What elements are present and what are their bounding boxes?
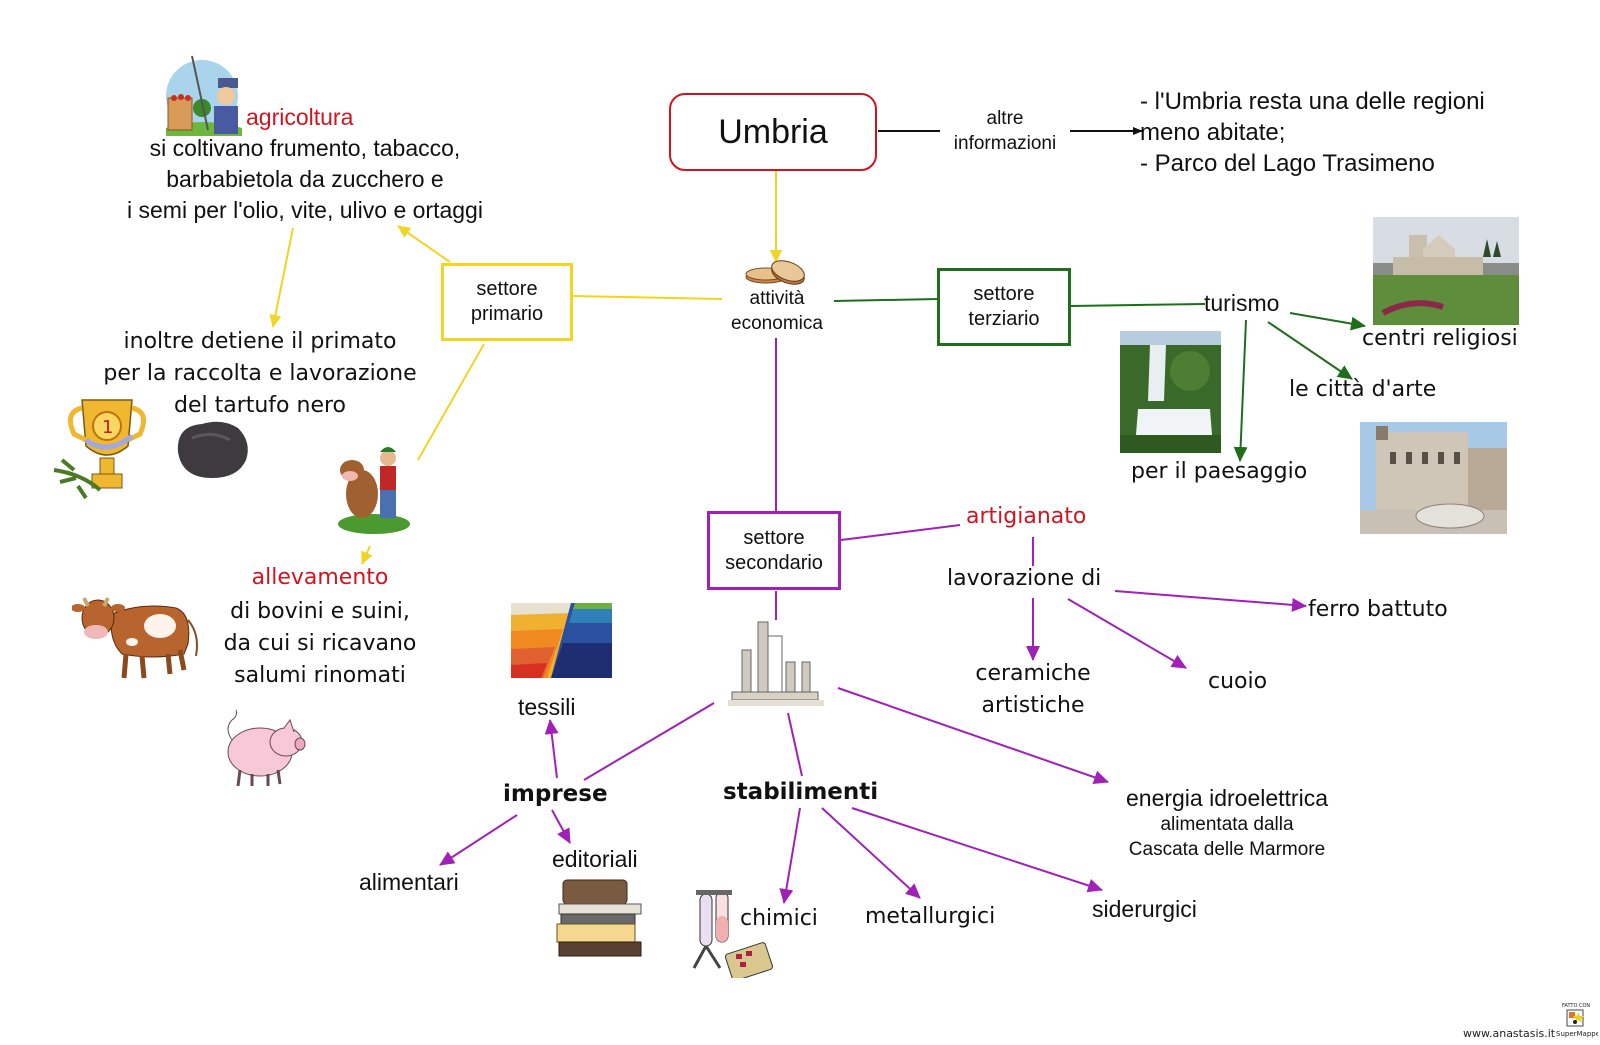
- edge-imprese-tessili: [544, 719, 559, 779]
- centri-religiosi: centri religiosi: [1362, 326, 1518, 351]
- cuoio: cuoio: [1208, 669, 1268, 694]
- waterfall-photo: [1120, 331, 1221, 453]
- edge-lavorazione-cuoio: [1067, 598, 1187, 669]
- siderurgici: siderurgici: [1092, 896, 1197, 922]
- root-node[interactable]: Umbria: [669, 93, 877, 171]
- edge-factory-imprese: [583, 702, 715, 781]
- imprese-title: imprese: [503, 781, 608, 807]
- edge-imprese-editoriali: [551, 809, 571, 844]
- pig-icon: [222, 706, 308, 788]
- truffle-icon: [172, 418, 252, 480]
- allevamento-text: di bovini e suini, da cui si ricavano sa…: [223, 599, 417, 688]
- svg-text:1: 1: [102, 417, 113, 438]
- farmer-cow-icon: [336, 440, 412, 536]
- tessili: tessili: [518, 694, 576, 720]
- supermappe-badge: FATTO CON SuperMappe: [1552, 998, 1600, 1040]
- edge-secondary-artigianato: [840, 524, 961, 541]
- ferro-battuto: ferro battuto: [1308, 597, 1448, 622]
- edge-factory-stabilimenti: [787, 712, 803, 777]
- test-tubes-icon: [690, 888, 774, 982]
- edge-tertiary-turismo: [1070, 303, 1206, 307]
- basilica-photo: [1373, 217, 1519, 325]
- edge-lavorazione-ferro: [1114, 590, 1307, 612]
- badge-top-text: FATTO CON: [1562, 1003, 1590, 1009]
- edge-primary-agricoltura: [397, 225, 451, 263]
- edge-center-tertiary: [833, 298, 939, 302]
- ceramiche-artistiche: ceramiche artistiche: [975, 661, 1091, 718]
- metallurgici: metallurgici: [865, 904, 996, 929]
- agricoltura-text: si coltivano frumento, tabacco, barbabie…: [127, 135, 483, 223]
- trophy-icon: 1: [52, 390, 158, 500]
- website-link[interactable]: www.anastasis.it: [1463, 1027, 1556, 1040]
- factory-icon: [728, 620, 824, 712]
- books-icon: [555, 878, 647, 958]
- root-label: Umbria: [718, 112, 828, 151]
- fabric-icon: [511, 603, 612, 678]
- info-line: - l'Umbria resta una delle regioni: [1140, 88, 1485, 115]
- turismo-node[interactable]: turismo: [1204, 290, 1280, 316]
- editoriali: editoriali: [552, 846, 638, 872]
- edge-stab-siderurgici: [851, 807, 1103, 893]
- badge-bottom-text: SuperMappe: [1556, 1030, 1598, 1038]
- edge-center-primary: [571, 295, 723, 300]
- edge-allevamento-arrow: [361, 545, 373, 565]
- edge-stab-metallurgici: [821, 807, 921, 899]
- artigianato-title: artigianato: [966, 504, 1087, 529]
- edge-turismo-arte: [1267, 321, 1353, 380]
- info-link-label: altre informazioni: [940, 106, 1070, 156]
- tartufo-text: inoltre detiene il primato per la raccol…: [103, 329, 417, 418]
- agricoltura-title: agricoltura: [246, 104, 354, 130]
- cow-icon: [71, 584, 204, 684]
- farmer-icon: [162, 50, 246, 136]
- info-line: meno abitate;: [1140, 119, 1286, 146]
- edge-imprese-alimentari: [439, 814, 518, 866]
- palazzo-photo: [1360, 422, 1507, 534]
- edge-turismo-paesaggio: [1233, 319, 1248, 462]
- edge-factory-energia: [837, 687, 1109, 785]
- edge-turismo-religiosi: [1289, 312, 1366, 331]
- edge-primary-allevamento: [417, 343, 485, 461]
- edge-stab-chimici: [779, 807, 801, 904]
- energia-idroelettrica: energia idroelettrica alimentata dalla C…: [1125, 785, 1328, 860]
- stabilimenti-title: stabilimenti: [723, 779, 879, 805]
- paesaggio: per il paesaggio: [1131, 459, 1308, 484]
- allevamento-title: allevamento: [251, 565, 389, 590]
- chimici: chimici: [740, 906, 818, 931]
- center-node[interactable]: attività economica: [731, 288, 823, 334]
- alimentari: alimentari: [359, 869, 459, 895]
- info-line: - Parco del Lago Trasimeno: [1140, 150, 1435, 177]
- lavorazione-di: lavorazione di: [947, 566, 1102, 591]
- edge-agricoltura-tartufo: [269, 227, 294, 328]
- coins-icon: [744, 260, 810, 286]
- citta-arte: le città d'arte: [1289, 377, 1437, 402]
- info-text: - l'Umbria resta una delle regioni meno …: [1140, 86, 1485, 179]
